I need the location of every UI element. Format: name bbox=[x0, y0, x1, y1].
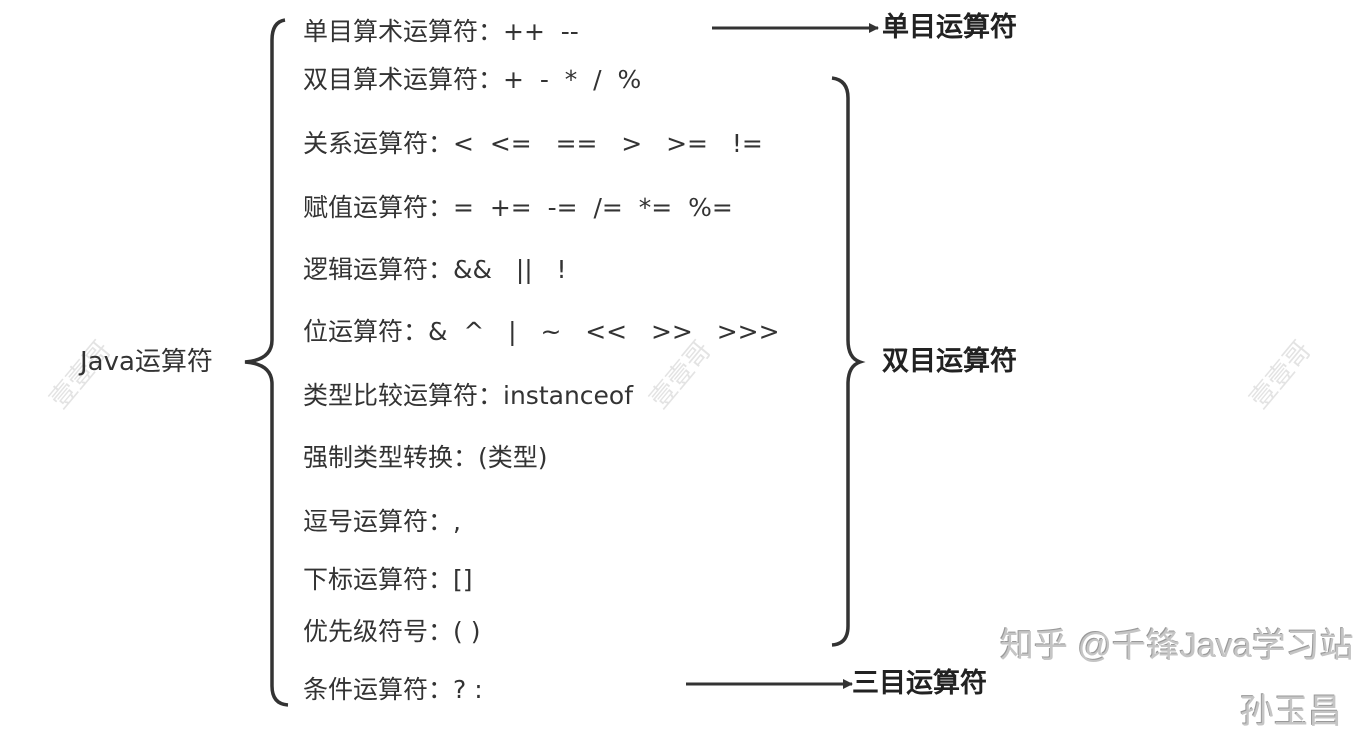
right-brace bbox=[831, 76, 866, 647]
operator-item: 强制类型转换：(类型) bbox=[303, 443, 548, 472]
operator-item: 单目算术运算符：++ -- bbox=[303, 17, 579, 46]
operator-item: 逗号运算符：, bbox=[303, 507, 461, 536]
group-label-unary: 单目运算符 bbox=[882, 12, 1017, 43]
operator-item: 类型比较运算符：instanceof bbox=[303, 381, 634, 410]
operator-item: 位运算符：& ^ | ~ << >> >>> bbox=[303, 317, 780, 346]
operator-item: 关系运算符：< <= == > >= != bbox=[303, 129, 763, 158]
operator-item: 条件运算符：? : bbox=[303, 675, 483, 704]
left-brace bbox=[244, 18, 289, 707]
operator-item: 优先级符号：( ) bbox=[303, 617, 481, 646]
group-label-binary: 双目运算符 bbox=[882, 346, 1017, 377]
group-label-ternary: 三目运算符 bbox=[852, 668, 987, 699]
operator-item: 赋值运算符：= += -= /= *= %= bbox=[303, 193, 733, 222]
operator-item: 双目算术运算符：+ - * / % bbox=[303, 65, 642, 94]
site-watermark: 知乎 @千锋Java学习站 bbox=[1000, 627, 1354, 665]
author-watermark: 孙玉昌 bbox=[1240, 693, 1342, 731]
operator-item: 下标运算符：[] bbox=[303, 565, 473, 594]
root-label: Java运算符 bbox=[80, 347, 213, 377]
operator-item: 逻辑运算符：&& || ! bbox=[303, 255, 567, 284]
